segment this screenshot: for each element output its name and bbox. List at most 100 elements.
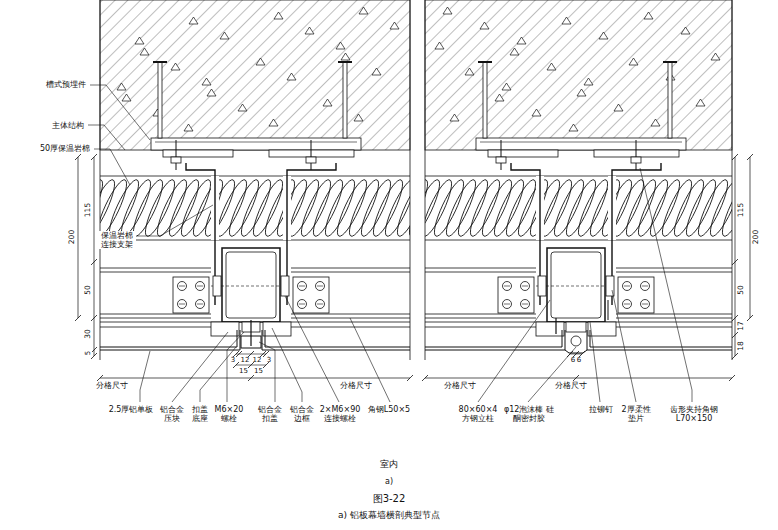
aluminium-panel <box>425 330 565 350</box>
part-label: 80×60×4 方钢立柱 <box>456 405 500 423</box>
part-label: 2×M6×90 连接螺栓 <box>318 405 362 423</box>
dimension-tick <box>248 375 254 381</box>
bolt-head <box>213 276 221 296</box>
dimension-tick <box>97 375 103 381</box>
dimension-tick <box>729 375 735 381</box>
rock-wool-fibre <box>574 177 613 239</box>
bolt-cross <box>624 286 630 287</box>
aggregate-symbol <box>465 68 474 75</box>
aggregate-symbol <box>651 119 660 126</box>
bolt-cross <box>624 304 630 305</box>
aluminium-panel <box>590 330 732 347</box>
dimension-tick <box>747 315 753 321</box>
bolt-shank <box>176 140 177 170</box>
rock-wool-fibre <box>100 177 107 239</box>
bolt-cross <box>504 304 510 305</box>
dimension-label: 30 <box>84 328 93 340</box>
bolt-symbol <box>503 300 512 309</box>
rock-wool-fibre <box>550 177 589 239</box>
aggregate-symbol <box>202 78 211 85</box>
rock-wool <box>100 177 410 239</box>
dimension-tick <box>422 375 428 381</box>
channel-lip <box>480 142 682 143</box>
leader-line <box>137 205 213 236</box>
part-label: 齿形夹持角钢 L70×150 <box>664 405 724 423</box>
aluminium-panel <box>100 330 237 347</box>
drawing-line <box>616 272 732 273</box>
bolt-symbol <box>623 300 632 309</box>
rock-wool-fibre <box>105 177 144 239</box>
bolt-cross <box>522 304 528 305</box>
steel-tube-inner <box>226 252 276 318</box>
aggregate-symbol <box>510 48 519 55</box>
rock-wool-fibre <box>249 177 288 239</box>
part-label: 扣盖 底座 <box>190 405 210 423</box>
drawing-line <box>291 314 410 315</box>
drawing-line <box>616 268 732 269</box>
drawing-line <box>100 272 211 273</box>
rock-wool-fibre <box>598 177 637 239</box>
steel-plate <box>163 150 233 157</box>
part-label: φ12泡沫棒 硅酮密封胶 <box>503 405 555 423</box>
bolt-cross <box>504 286 510 287</box>
nut-symbol <box>306 157 316 163</box>
rock-wool-fibre <box>430 177 469 239</box>
bolt-cross <box>179 304 185 305</box>
dimension-label: 12 <box>253 356 262 364</box>
bolt-symbol <box>521 282 530 291</box>
rock-wool-fibre <box>586 177 625 239</box>
rock-wool-fibre <box>634 177 673 239</box>
insulation-edge <box>425 240 732 241</box>
drawing-line <box>291 272 410 273</box>
drawing <box>69 0 769 402</box>
aggregate-symbol <box>287 73 296 80</box>
aggregate-symbol <box>256 58 265 65</box>
dimension-line <box>425 378 732 379</box>
leader-line <box>88 125 125 150</box>
aggregate-symbol <box>117 83 126 90</box>
bolt-symbol <box>178 300 187 309</box>
rock-wool-fibre <box>562 177 601 239</box>
dimension-line <box>94 157 95 356</box>
bolt-shank <box>311 140 312 170</box>
rock-wool-fibre <box>345 177 384 239</box>
dimension-label: 115 <box>84 202 93 218</box>
rock-wool-fibre <box>405 177 410 239</box>
aggregate-symbol <box>547 63 556 70</box>
aggregate-symbol <box>629 58 638 65</box>
leader-line <box>140 351 150 402</box>
insulation-edge <box>425 176 732 177</box>
anchor-head <box>478 61 492 63</box>
dimension-tick <box>573 375 579 381</box>
aggregate-symbol <box>577 89 586 96</box>
channel-embed <box>476 138 686 150</box>
bolt-head <box>281 276 289 296</box>
anchor-head <box>663 61 677 63</box>
part-label: 50厚保温岩棉 <box>40 144 90 153</box>
rock-wool-fibre <box>425 177 432 239</box>
dimension-label: 115 <box>737 202 746 218</box>
rock-wool-fibre <box>225 177 264 239</box>
dimension-label: 200 <box>68 229 77 245</box>
boundary-line <box>732 0 733 360</box>
bolt-cross <box>317 304 323 305</box>
bolt-symbol <box>521 300 530 309</box>
part-label: M6×20 螺栓 <box>212 405 246 423</box>
leader-line <box>94 149 130 185</box>
concrete-hatch <box>100 0 410 150</box>
bolt-plate <box>498 277 534 313</box>
dimension-label: 6 <box>571 356 575 364</box>
bolt-symbol <box>196 282 205 291</box>
rock-wool-fibre <box>153 177 192 239</box>
rock-wool-fibre <box>478 177 517 239</box>
part-label: 保温岩棉 连接支架 <box>98 231 136 249</box>
bolt-symbol <box>196 300 205 309</box>
aluminium-panel <box>425 330 562 347</box>
dimension-line <box>750 157 751 318</box>
dimension-tick <box>732 332 738 338</box>
rock-wool-fibre <box>309 177 348 239</box>
dimension-line <box>78 157 79 318</box>
figure-title: 图3-22 <box>373 493 406 505</box>
rock-wool-fibre <box>100 177 131 239</box>
